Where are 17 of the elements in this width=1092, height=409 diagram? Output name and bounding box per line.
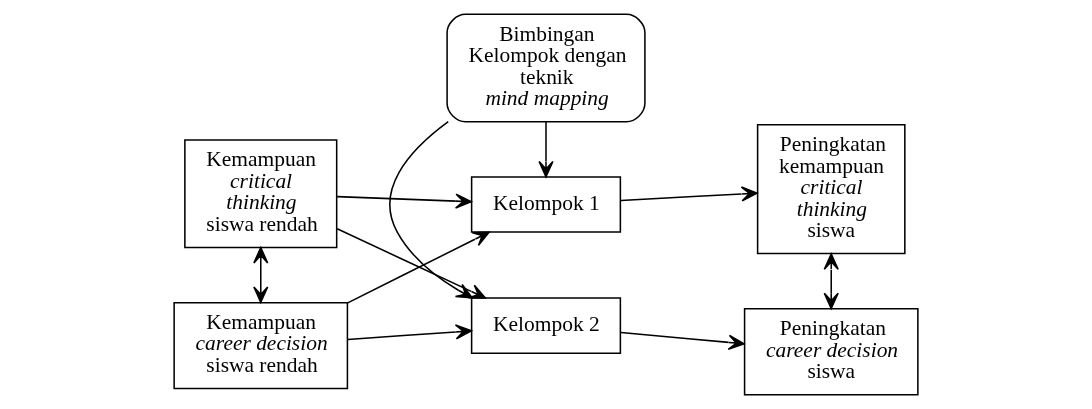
node-box: Peningkatan kemampuan critical thinking siswa [756, 124, 906, 255]
arrow [538, 121, 554, 178]
arrow [336, 193, 472, 209]
arrow [336, 228, 487, 299]
node-box: Kemampuan critical thinking siswa rendah [184, 139, 338, 249]
node-box: Peningkatan career decision siswa [743, 308, 919, 396]
arrow [346, 324, 473, 341]
node-box: Kelompok 2 [470, 297, 622, 354]
arrow [620, 331, 745, 351]
node-box: Kelompok 1 [470, 176, 622, 233]
node-box: Bimbingan Kelompok dengan teknik mind mapping [446, 13, 646, 123]
arrow [253, 246, 269, 304]
node-box: Kemampuan career decision siswa rendah [173, 301, 349, 390]
arrow [346, 231, 490, 304]
arrow [823, 253, 839, 310]
arrow [389, 120, 474, 299]
arrow [620, 186, 758, 202]
